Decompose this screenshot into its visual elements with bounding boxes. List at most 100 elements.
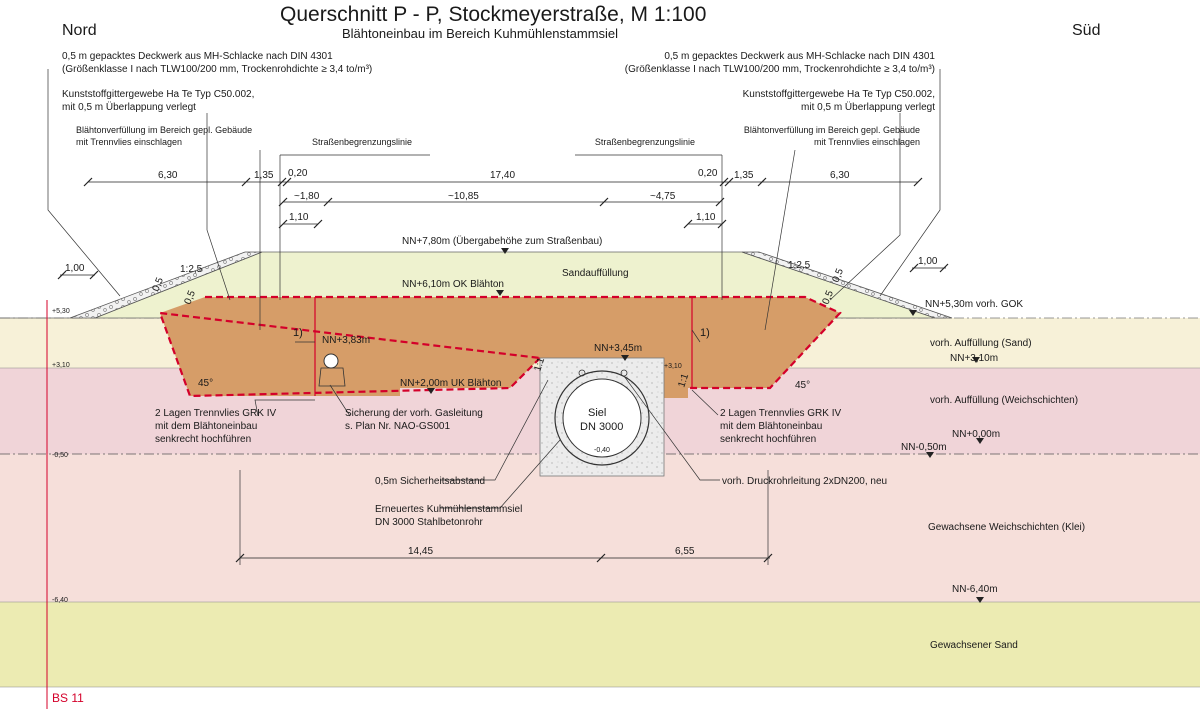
dim-100-right: 1,00 [918, 256, 938, 267]
level-nn050: NN-0,50m [901, 442, 947, 453]
note-deckwerk-right-2: (Größenklasse I nach TLW100/200 mm, Troc… [625, 64, 935, 75]
deckwerk-right [741, 251, 953, 319]
note-gitter-right-1: Kunststoffgittergewebe Ha Te Typ C50.002… [743, 89, 935, 100]
label-trennvlies-right-3: senkrecht hochführen [720, 434, 816, 445]
title: Querschnitt P - P, Stockmeyerstraße, M 1… [280, 3, 706, 26]
layer-gewachsener-sand [0, 602, 1200, 687]
marker-1-right: 1) [700, 327, 710, 339]
level-nn530: NN+5,30m vorh. GOK [925, 299, 1023, 310]
gasleitung-pipe [323, 353, 339, 369]
siel-pipe-outer [554, 370, 650, 466]
level-nn780: NN+7,80m (Übergabehöhe zum Straßenbau) [402, 235, 602, 247]
level-nn200: NN+2,00m UK Blähton [400, 378, 501, 389]
layer-label-auffuellung-weich: vorh. Auffüllung (Weichschichten) [930, 395, 1078, 406]
blaehton-fill [160, 297, 840, 398]
label-trennvlies-left-2: mit dem Blähtoneinbau [155, 421, 257, 432]
label-trennvlies-right-1: 2 Lagen Trennvlies GRK IV [720, 408, 842, 419]
thick-05-right-1: 0,5 [831, 267, 847, 284]
note-blaehton-right-2: mit Trennvlies einschlagen [814, 137, 920, 147]
leader-blaehton-right [764, 149, 796, 331]
dim-475: ~4,75 [650, 191, 676, 202]
label-gas-1: Sicherung der vorh. Gasleitung [345, 408, 483, 419]
dim-110-left: 1,10 [289, 212, 309, 223]
dim-1445: 14,45 [408, 546, 433, 557]
leader-gitter-right [829, 113, 901, 301]
level-p310: +3,10 [664, 363, 682, 370]
leader-deckwerk-left [47, 69, 121, 297]
label-gas-2: s. Plan Nr. NAO-GS001 [345, 421, 450, 432]
label-trennvlies-left-1: 2 Lagen Trennvlies GRK IV [155, 408, 277, 419]
dim-ticks-top [83, 177, 923, 187]
note-deckwerk-left-1: 0,5 m gepacktes Deckwerk aus MH-Schlacke… [62, 51, 333, 62]
label-druckrohr: vorh. Druckrohrleitung 2xDN200, neu [722, 476, 887, 487]
dim-1085: ~10,85 [448, 191, 479, 202]
level-nn000: NN+0,00m [952, 429, 1000, 440]
label-siel-2: DN 3000 Stahlbetonrohr [375, 517, 484, 528]
blaehton-outline [158, 295, 842, 398]
layer-weichschichten-klei [0, 454, 1200, 602]
siel-name: Siel [588, 407, 606, 419]
label-sicherheit: 0,5m Sicherheitsabstand [375, 476, 485, 487]
thick-05-left-1: 0,5 [151, 276, 167, 293]
leader-siel [440, 439, 561, 509]
dim-135-left: 1,35 [254, 170, 274, 181]
note-strasse-right: Straßenbegrenzungslinie [595, 137, 695, 147]
leader-sicherheit [440, 379, 549, 481]
angle-45-right: 45° [795, 380, 810, 391]
angle-45-left: 45° [198, 378, 213, 389]
direction-sued: Süd [1072, 22, 1100, 39]
layer-label-auffuellung-sand: vorh. Auffüllung (Sand) [930, 338, 1032, 349]
dim-630-left: 6,30 [158, 170, 178, 181]
note-deckwerk-right-1: 0,5 m gepacktes Deckwerk aus MH-Schlacke… [664, 51, 935, 62]
dim-630-right: 6,30 [830, 170, 850, 181]
level-nn310: NN+3,10m [950, 353, 998, 364]
label-trennvlies-right-2: mit dem Blähtoneinbau [720, 421, 822, 432]
level-nn640: NN-6,40m [952, 584, 998, 595]
siel-dn: DN 3000 [580, 421, 623, 433]
siel-pipe-inner [562, 378, 642, 458]
thick-05-right-2: 0,5 [821, 289, 837, 306]
slope-left: 1:2,5 [180, 264, 203, 275]
note-blaehton-right-1: Blähtonverfüllung im Bereich gepl. Gebäu… [744, 125, 920, 135]
level-nn345: NN+3,45m [594, 343, 642, 354]
scale-530: +5,30 [52, 308, 70, 315]
marker-1-left: 1) [293, 327, 303, 339]
layer-label-gew-sand: Gewachsener Sand [930, 640, 1018, 651]
dim-180: ~1,80 [294, 191, 320, 202]
leader-deckwerk-right [879, 69, 941, 297]
scale-bs11: BS 11 [52, 691, 84, 705]
subtitle: Blähtoneinbau im Bereich Kuhmühlenstamms… [342, 26, 618, 41]
dim-1740: 17,40 [490, 170, 515, 181]
note-gitter-right-2: mit 0,5 m Überlappung verlegt [801, 101, 935, 113]
scale-m050: -0,50 [52, 452, 68, 459]
deckwerk-left [69, 251, 263, 319]
slope-11-left: 1:1 [532, 356, 547, 373]
dim-110-right: 1,10 [696, 212, 716, 223]
scale-m640: -6,40 [52, 597, 68, 604]
note-blaehton-left-1: Blähtonverfüllung im Bereich gepl. Gebäu… [76, 125, 252, 135]
label-siel-1: Erneuertes Kuhmühlenstammsiel [375, 504, 522, 515]
level-triangles [427, 248, 984, 603]
thick-05-left-2: 0,5 [183, 289, 199, 306]
leader-trennvlies-left [254, 399, 315, 417]
dim-100-left: 1,00 [65, 263, 85, 274]
druckrohr-1 [578, 369, 586, 377]
label-trennvlies-left-3: senkrecht hochführen [155, 434, 251, 445]
gasleitung-protection [318, 367, 346, 387]
leader-gas [329, 384, 351, 417]
note-deckwerk-left-2: (Größenklasse I nach TLW100/200 mm, Troc… [62, 64, 372, 75]
leader-druckrohr [623, 375, 720, 481]
direction-nord: Nord [62, 22, 97, 39]
note-blaehton-left-2: mit Trennvlies einschlagen [76, 137, 182, 147]
slope-11-right: 1:1 [676, 372, 691, 389]
layer-label-sand: Sandauffüllung [562, 268, 629, 279]
dim-135-right: 1,35 [734, 170, 754, 181]
dim-020-left: 0,20 [288, 168, 308, 179]
leader-gitter-left [206, 113, 231, 301]
layer-label-klei: Gewachsene Weichschichten (Klei) [928, 522, 1085, 533]
note-gitter-left-1: Kunststoffgittergewebe Ha Te Typ C50.002… [62, 89, 254, 100]
note-gitter-left-2: mit 0,5 m Überlappung verlegt [62, 101, 196, 113]
slope-right: 1:2,5 [788, 260, 811, 271]
